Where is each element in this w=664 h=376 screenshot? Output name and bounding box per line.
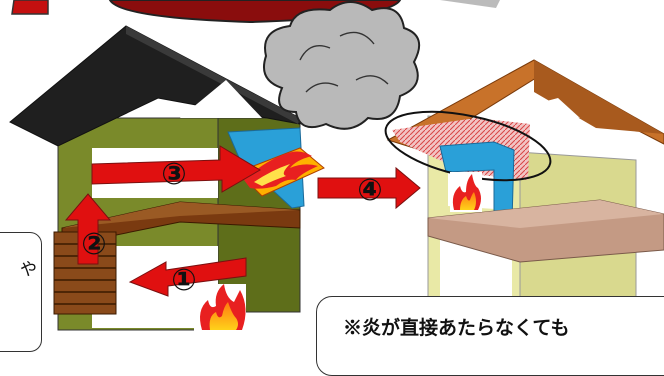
arrow-4 bbox=[317, 166, 421, 210]
arrow-3 bbox=[91, 145, 261, 193]
arrow-2 bbox=[64, 193, 112, 265]
title-banner bbox=[11, 0, 500, 24]
fire-spread-diagram: ① ② ③ ④ bbox=[9, 0, 664, 332]
callout-box-left: や bbox=[0, 232, 42, 352]
callout-right-text: ※炎が直接あたらなくても bbox=[343, 317, 570, 339]
callout-left-text: や bbox=[20, 260, 37, 280]
callout-box-right: ※炎が直接あたらなくても bbox=[316, 296, 664, 376]
right-house bbox=[386, 59, 664, 301]
fire-icon bbox=[194, 284, 246, 332]
arrow-1 bbox=[128, 257, 247, 297]
step-3-label: ③ bbox=[161, 157, 186, 192]
step-2-label: ② bbox=[81, 227, 106, 262]
wooden-wall bbox=[53, 231, 117, 315]
smoke-cloud-icon bbox=[263, 1, 421, 130]
step-4-label: ④ bbox=[357, 173, 382, 208]
step-1-label: ① bbox=[171, 263, 196, 298]
burning-panel-icon bbox=[237, 147, 325, 197]
fire-icon bbox=[450, 172, 482, 212]
